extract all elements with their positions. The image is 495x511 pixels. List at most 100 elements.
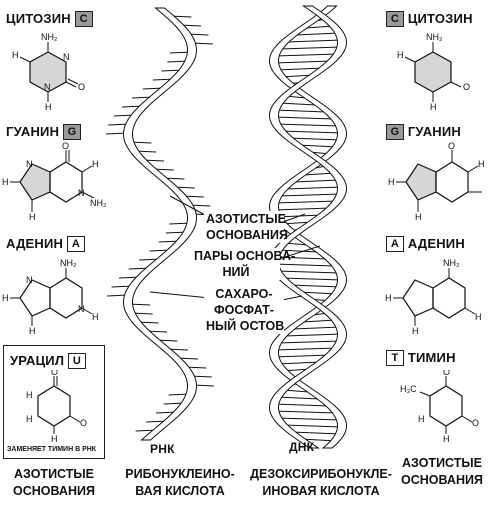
dna-base-pair — [285, 186, 342, 190]
right-cytosine-header: C ЦИТОЗИН — [386, 11, 473, 27]
leader-line-backbone-rna — [149, 291, 211, 299]
dna-base-pair — [274, 116, 334, 120]
dna-base-pair — [277, 396, 320, 400]
dna-base-pair — [274, 347, 337, 351]
dna-base-pair — [275, 67, 324, 71]
left-uracil-letter: U — [67, 353, 86, 369]
right-guanine-structure: O H H H — [388, 142, 485, 222]
dna-base-pair — [283, 424, 342, 428]
right-cytosine-name: ЦИТОЗИН — [407, 11, 473, 26]
svg-text:H: H — [2, 293, 9, 303]
left-cytosine-structure: NH₂ H O H N N — [12, 32, 85, 110]
svg-text:O: O — [443, 370, 450, 377]
dna-base-pair — [282, 277, 342, 281]
svg-text:O: O — [448, 142, 455, 151]
dna-base-pair — [274, 263, 335, 267]
svg-text:H₃C: H₃C — [400, 384, 417, 394]
right-cytosine-letter: C — [386, 11, 404, 27]
dna-base-pair — [297, 144, 339, 148]
svg-text:H: H — [45, 102, 52, 110]
dna-base-pair — [278, 249, 318, 253]
svg-text:H: H — [443, 434, 450, 444]
svg-text:H: H — [92, 159, 99, 169]
left-uracil-header: УРАЦИЛ U — [10, 353, 86, 369]
caption-left-line1: АЗОТИСТЫЕ — [14, 467, 94, 481]
svg-text:H: H — [26, 390, 33, 400]
caption-dna: ДЕЗОКСИРИБОНУКЛЕ- ИНОВАЯ КИСЛОТА — [250, 467, 392, 498]
left-guanine-name: ГУАНИН — [6, 124, 60, 139]
svg-text:N: N — [78, 304, 85, 314]
left-adenine-structure: NH₂ H H H N N — [2, 258, 99, 336]
svg-text:N: N — [26, 159, 33, 169]
svg-text:N: N — [63, 52, 70, 62]
dna-backbone-strand-1 — [269, 5, 347, 449]
dna-base-pair — [276, 361, 321, 365]
svg-text:O: O — [80, 418, 87, 428]
left-guanine-structure: O H H H NH₂ N N — [2, 142, 107, 222]
svg-text:NH₂: NH₂ — [60, 258, 77, 268]
uracil-note: ЗАМЕНЯЕТ ТИМИН В РНК — [7, 446, 97, 453]
svg-text:H: H — [418, 414, 425, 424]
right-guanine-header: G ГУАНИН — [386, 124, 461, 140]
svg-text:NH₂: NH₂ — [41, 32, 58, 42]
svg-text:O: O — [78, 82, 85, 92]
right-thymine-letter: T — [386, 350, 404, 366]
right-thymine-header: T ТИМИН — [386, 350, 456, 366]
dna-base-pair — [276, 270, 340, 274]
right-adenine-header: A АДЕНИН — [386, 236, 465, 252]
svg-text:NH₂: NH₂ — [443, 258, 460, 268]
leader-line-bases-rna — [169, 195, 206, 216]
svg-text:O: O — [62, 142, 69, 151]
right-guanine-letter: G — [386, 124, 404, 140]
caption-right-bases: АЗОТИСТЫЕ ОСНОВАНИЯ — [392, 455, 492, 489]
uracil-box — [3, 345, 105, 459]
svg-text:NH₂: NH₂ — [426, 32, 443, 42]
svg-text:H: H — [51, 434, 58, 444]
svg-text:H: H — [430, 102, 437, 110]
label-nitrogen-bases: АЗОТИСТЫЕ ОСНОВАНИЯ — [204, 211, 288, 243]
dna-backbone-strand-2 — [269, 5, 347, 449]
caption-left-bases: АЗОТИСТЫЕ ОСНОВАНИЯ — [4, 466, 104, 500]
dna-base-pair — [278, 340, 341, 344]
label-rna: РНК — [150, 442, 175, 456]
label-dna: ДНК — [289, 440, 315, 454]
dna-base-pair — [279, 46, 342, 50]
dna-base-pair — [295, 32, 340, 36]
left-adenine-header: АДЕНИН A — [6, 236, 85, 252]
svg-text:N: N — [78, 188, 85, 198]
leader-line-pairs — [271, 245, 321, 262]
dna-base-pair — [274, 403, 329, 407]
svg-text:H: H — [397, 50, 404, 60]
svg-text:H: H — [92, 312, 99, 322]
leader-lines — [149, 195, 321, 303]
left-guanine-letter: G — [63, 124, 81, 140]
svg-text:NH₂: NH₂ — [90, 198, 107, 208]
left-cytosine-name: ЦИТОЗИН — [6, 11, 71, 26]
left-guanine-header: ГУАНИН G — [6, 124, 81, 140]
right-thymine-name: ТИМИН — [407, 350, 456, 365]
right-cytosine-structure: NH₂ H O H — [397, 32, 470, 110]
dna-base-pair — [291, 431, 341, 435]
dna-base-pair — [274, 354, 330, 358]
dna-base-pair — [284, 333, 343, 337]
dna-base-pair — [288, 137, 342, 141]
dna-base-pair — [294, 179, 340, 183]
svg-text:H: H — [29, 212, 36, 222]
svg-text:H: H — [29, 326, 36, 336]
caption-rna: РИБОНУКЛЕИНО- ВАЯ КИСЛОТА — [125, 467, 235, 498]
left-uracil-structure: O O H H H — [26, 370, 87, 444]
svg-text:H: H — [478, 159, 485, 169]
dna-base-pair — [292, 326, 341, 330]
left-cytosine-letter: C — [74, 11, 93, 27]
caption-right-line2: ОСНОВАНИЯ — [401, 473, 483, 487]
left-cytosine-header: ЦИТОЗИН C — [6, 11, 93, 27]
left-adenine-letter: A — [66, 236, 85, 252]
dna-base-pair — [277, 417, 341, 421]
svg-text:H: H — [475, 312, 482, 322]
dna-base-pair — [274, 410, 336, 414]
dna-base-pair — [278, 102, 317, 106]
dna-base-pair — [274, 109, 326, 113]
dna-base-pair — [275, 53, 338, 57]
left-uracil-name: УРАЦИЛ — [10, 353, 65, 368]
svg-text:H: H — [26, 414, 33, 424]
